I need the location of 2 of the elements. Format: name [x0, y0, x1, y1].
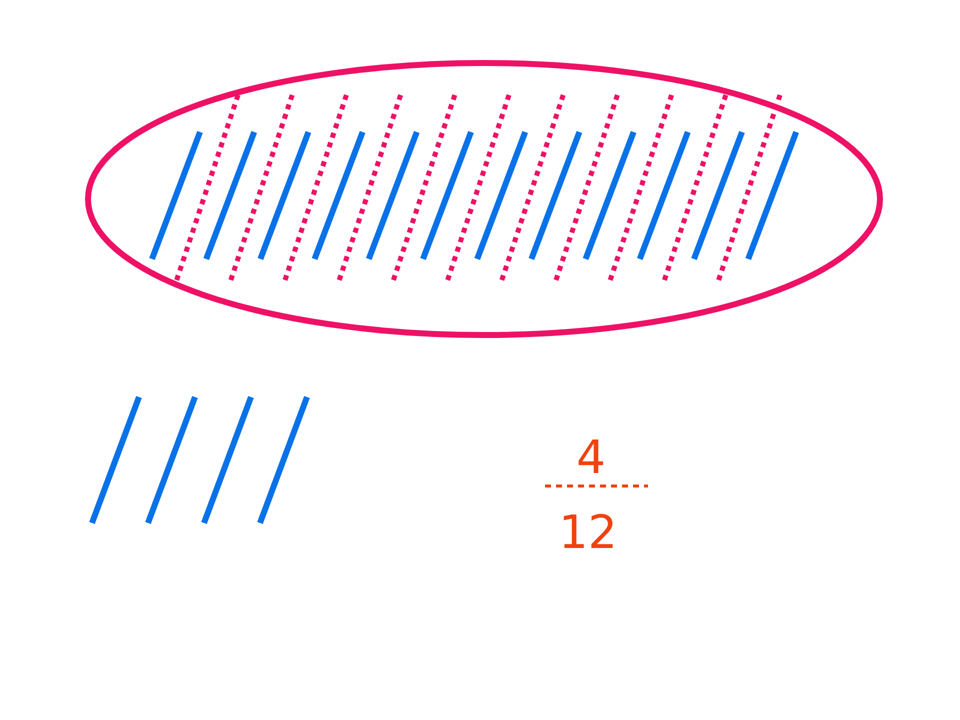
numerator: 4 [575, 434, 607, 480]
denominator: 12 [558, 509, 618, 555]
